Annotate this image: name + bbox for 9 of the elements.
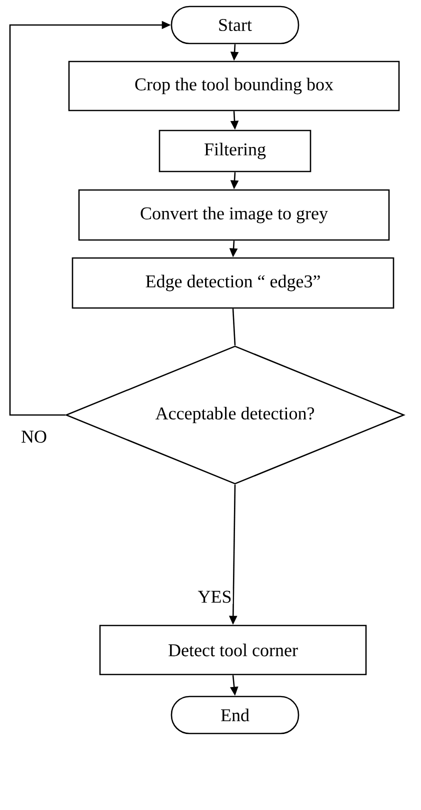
process-box: Filtering — [158, 130, 312, 172]
edge-label: NO — [22, 430, 46, 443]
process-box: Crop the tool bounding box — [68, 60, 400, 112]
process-box: Detect tool corner — [99, 624, 367, 676]
process-box: Convert the image to grey — [78, 189, 390, 241]
process-box: Edge detection “ edge3” — [72, 257, 394, 309]
terminal-box: Start — [170, 6, 300, 44]
terminal-box: End — [170, 696, 300, 734]
edge-label: YES — [196, 590, 233, 604]
